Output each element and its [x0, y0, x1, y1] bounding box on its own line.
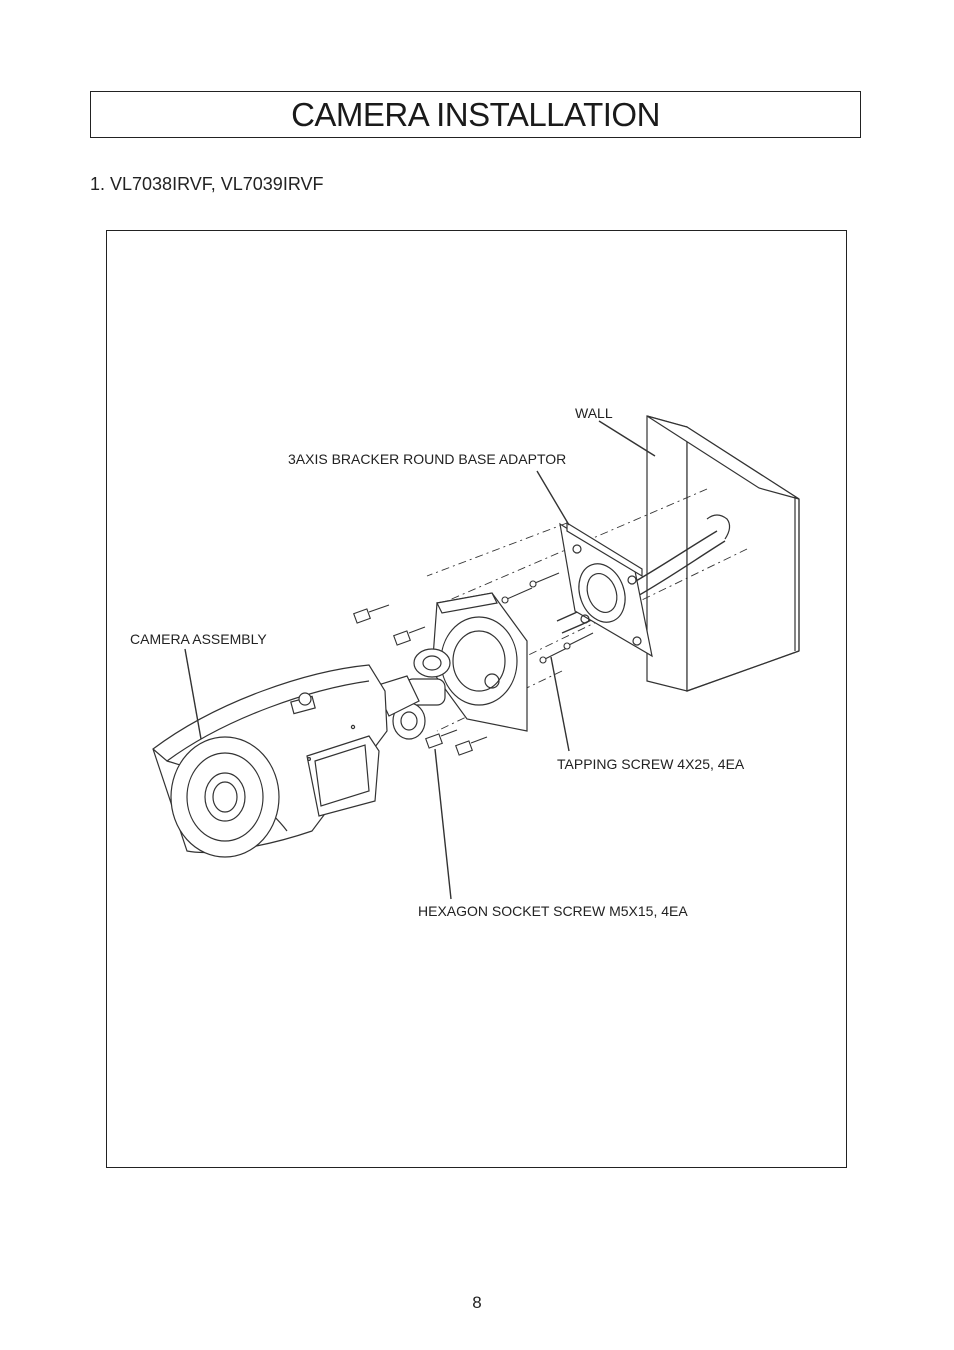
installation-diagram: WALL 3AXIS BRACKER ROUND BASE ADAPTOR CA… [106, 230, 847, 1168]
round-base-adaptor-illustration [559, 521, 653, 658]
tapping-screw-label: TAPPING SCREW 4X25, 4EA [557, 756, 745, 772]
camera-leader-line [184, 648, 202, 740]
hex-socket-screw-label: HEXAGON SOCKET SCREW M5X15, 4EA [418, 903, 688, 919]
tapping-screws-illustration [501, 572, 594, 664]
wall-label: WALL [575, 405, 613, 421]
wall-leader-line [598, 420, 656, 457]
adaptor-leader-line [536, 470, 570, 526]
hex-socket-screws-illustration [353, 604, 488, 756]
page-title: CAMERA INSTALLATION [291, 95, 660, 133]
hex-screw-leader-line [434, 748, 452, 900]
page-number: 8 [472, 1293, 482, 1312]
page-title-box: CAMERA INSTALLATION [90, 91, 861, 138]
bracket-housing-illustration [431, 592, 528, 732]
exploded-view-drawing [152, 415, 800, 900]
tapping-screw-leader-line [550, 656, 570, 752]
camera-assembly-illustration [152, 664, 388, 858]
camera-assembly-label: CAMERA ASSEMBLY [130, 631, 267, 647]
section-heading: 1. VL7038IRVF, VL7039IRVF [90, 174, 324, 194]
adaptor-label: 3AXIS BRACKER ROUND BASE ADAPTOR [288, 451, 567, 467]
